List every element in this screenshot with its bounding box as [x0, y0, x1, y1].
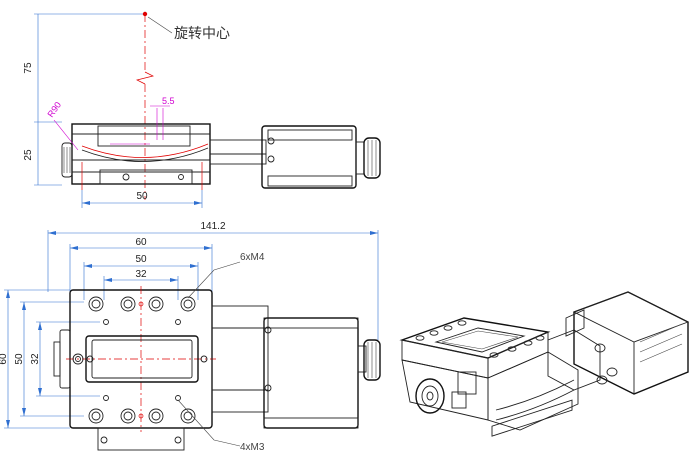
- m4-holes: [88, 296, 196, 424]
- dim-r90-label: R90: [45, 100, 63, 119]
- dim-50-side-label: 50: [136, 191, 148, 202]
- rotation-center-label: 旋转中心: [174, 26, 230, 42]
- top-view: 141.2 60 50 32 60 50: [0, 221, 381, 453]
- callout-6xm4: 6xM4: [240, 252, 265, 263]
- isometric-view: [399, 291, 690, 437]
- side-view: 75 25 旋转中心 R90 5.5: [23, 11, 381, 208]
- callout-4xm3: 4xM3: [240, 442, 265, 453]
- m3-holes: [103, 319, 181, 401]
- dim-60-left-label: 60: [0, 353, 9, 365]
- dim-50-top-label: 50: [135, 254, 147, 265]
- dim-60-top-label: 60: [135, 237, 147, 248]
- dim-75-label: 75: [23, 62, 34, 74]
- dim-141-2-label: 141.2: [200, 221, 225, 232]
- dim-50-left-label: 50: [14, 353, 25, 365]
- dim-32-left-label: 32: [30, 353, 41, 365]
- dim-32-top-label: 32: [135, 269, 147, 280]
- dim-5-5-label: 5.5: [162, 96, 175, 106]
- dim-25-label: 25: [23, 149, 34, 161]
